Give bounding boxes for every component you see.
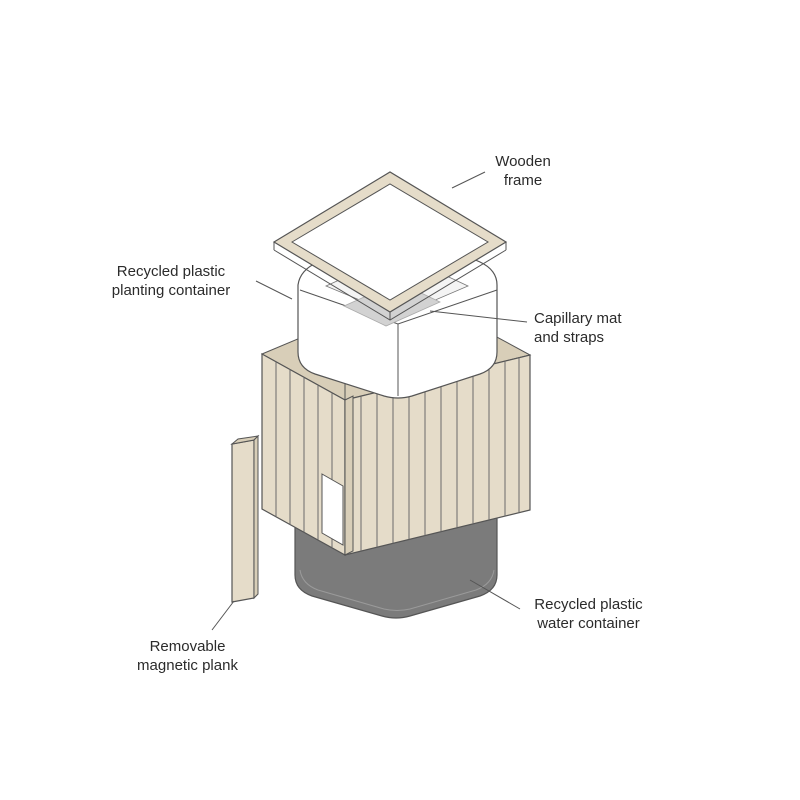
- wooden-frame: [272, 171, 508, 321]
- label-wooden-frame: Wooden frame: [478, 152, 568, 190]
- leader-magnetic-plank: [211, 600, 235, 631]
- leader-water-container: [469, 579, 521, 610]
- label-capillary-mat: Capillary mat and straps: [534, 309, 674, 347]
- label-planting-container-line1: Recycled plastic: [116, 263, 226, 280]
- label-planting-container: Recycled plastic planting container: [86, 262, 256, 300]
- leader-planting-container: [255, 280, 293, 300]
- leader-capillary-mat: [429, 310, 528, 323]
- label-wooden-frame-line1: Wooden: [495, 153, 551, 170]
- label-magnetic-plank-line2: magnetic plank: [137, 657, 238, 674]
- label-water-container-line2: water container: [537, 615, 640, 632]
- label-water-container: Recycled plastic water container: [516, 595, 661, 633]
- label-planting-container-line2: planting container: [111, 282, 231, 299]
- label-capillary-mat-line2: and straps: [534, 329, 605, 346]
- magnetic-plank: [230, 434, 260, 603]
- label-wooden-frame-line2: frame: [503, 172, 543, 189]
- label-magnetic-plank-line1: Removable: [149, 638, 226, 655]
- label-capillary-mat-line1: Capillary mat: [534, 310, 622, 327]
- label-magnetic-plank: Removable magnetic plank: [120, 637, 255, 675]
- label-water-container-line1: Recycled plastic: [534, 596, 643, 613]
- leader-wooden-frame: [451, 171, 486, 189]
